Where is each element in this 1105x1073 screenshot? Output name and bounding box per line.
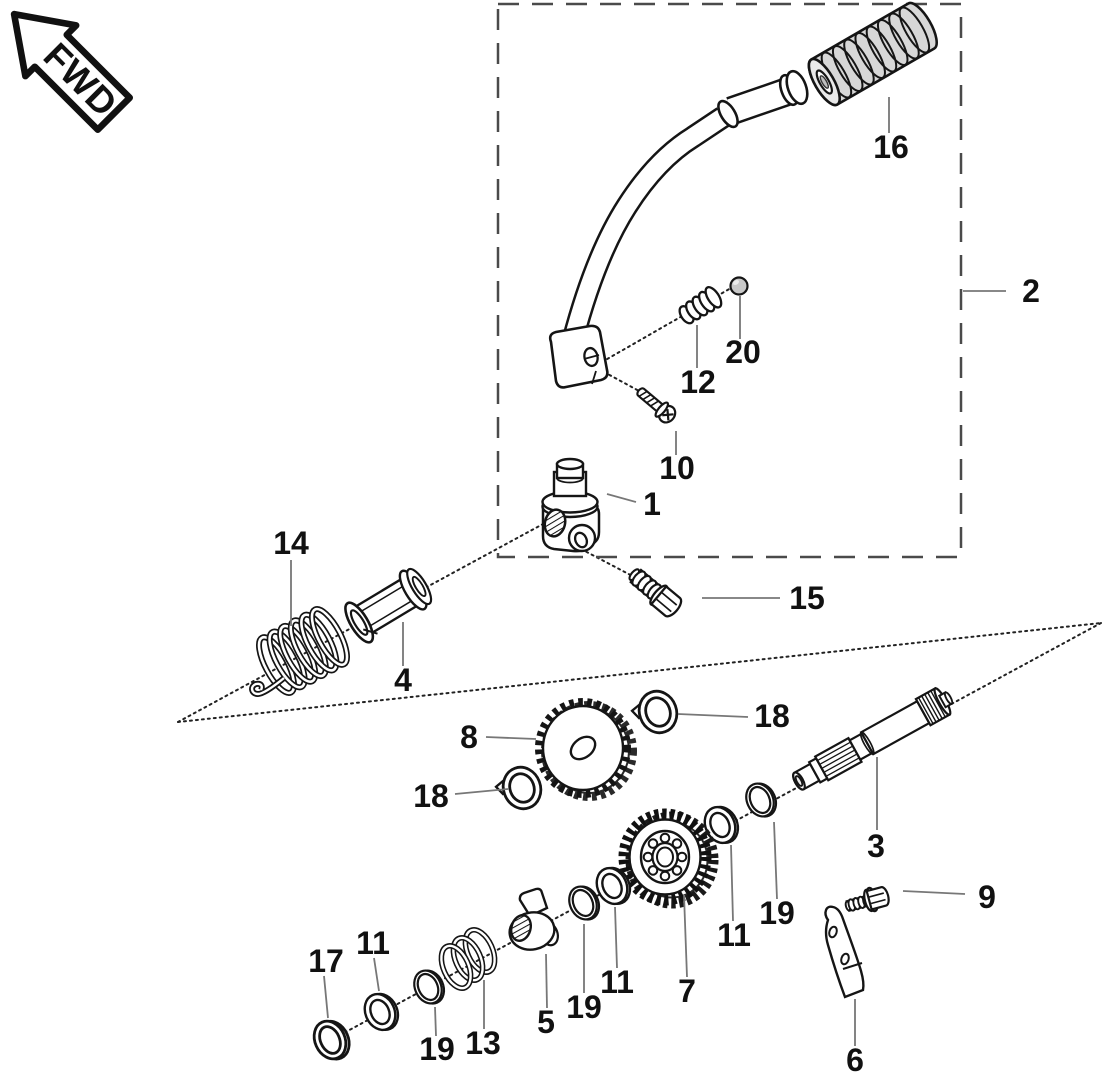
- part-6-stopper-plate: [824, 905, 865, 999]
- part-19-washer-mid: [568, 885, 601, 921]
- part-kick-lever-arm: [548, 69, 809, 389]
- callout-15: 15: [789, 580, 825, 616]
- part-4-bushing: [344, 567, 433, 644]
- part-20-ball: [729, 276, 749, 296]
- callout-19-bottom: 19: [419, 1031, 455, 1067]
- lever-clamp: [548, 324, 609, 389]
- callout-11-bottom: 11: [356, 925, 390, 961]
- callout-1: 1: [643, 486, 661, 522]
- callout-4: 4: [394, 662, 412, 698]
- lever-step-collar: [717, 99, 739, 129]
- leader-lines: [290, 97, 1006, 1046]
- part-18-circlip-right: [630, 689, 679, 735]
- part-15-bolt: [628, 568, 683, 618]
- part-17-ring: [312, 1019, 351, 1061]
- part-9-bolt: [844, 886, 890, 913]
- callout-9: 9: [978, 879, 996, 915]
- callout-5: 5: [537, 1004, 555, 1040]
- part-13-spring: [438, 927, 498, 991]
- callout-17: 17: [308, 943, 344, 979]
- callout-18-right: 18: [754, 698, 790, 734]
- part-10-screw: [636, 387, 677, 424]
- axis-line-ball-spring: [601, 287, 732, 363]
- callout-7: 7: [678, 973, 696, 1009]
- callout-13: 13: [465, 1025, 501, 1061]
- part-7-gear-bearing: [618, 808, 719, 909]
- part-1-joint: [541, 457, 601, 553]
- part-1-splined-hole: [543, 508, 567, 538]
- callout-11-right: 11: [717, 917, 751, 953]
- callout-11-mid: 11: [600, 964, 634, 1000]
- callout-2: 2: [1022, 273, 1040, 309]
- part-5-splined-hole: [509, 914, 533, 942]
- callout-8: 8: [460, 719, 478, 755]
- callout-20: 20: [725, 334, 761, 370]
- part-14-return-spring: [249, 606, 350, 698]
- callout-19-right: 19: [759, 895, 795, 931]
- callout-10: 10: [659, 450, 695, 486]
- callout-labels: 16 2 20 12 10 1 15 14 4 8 18 18 3 19 11 …: [273, 129, 1040, 1073]
- part-19-washer-right: [745, 782, 778, 818]
- fwd-arrow-icon: [10, 10, 134, 134]
- part-11-washer-mid: [595, 866, 632, 906]
- callout-12: 12: [680, 364, 716, 400]
- callout-16: 16: [873, 129, 909, 165]
- part-8-gear: [535, 698, 637, 801]
- fwd-badge: FWD: [10, 10, 134, 134]
- callout-3: 3: [867, 828, 885, 864]
- callout-14: 14: [273, 525, 309, 561]
- part-8-hub-hole: [569, 735, 597, 761]
- part-16-pedal-grip: [807, 1, 938, 107]
- part-12-spring: [678, 286, 723, 325]
- part-19-washer-bottom: [413, 969, 446, 1005]
- part-5-ratchet: [508, 887, 560, 951]
- callout-6: 6: [846, 1042, 864, 1073]
- part-11-washer-bottom: [363, 992, 400, 1032]
- callout-19-mid: 19: [566, 989, 602, 1025]
- part-3-spindle: [792, 686, 954, 791]
- callout-18-left: 18: [413, 778, 449, 814]
- axis-line-connector: [177, 622, 1102, 723]
- lever-end-lip: [785, 69, 809, 106]
- part-7-bearing-balls: [642, 832, 688, 882]
